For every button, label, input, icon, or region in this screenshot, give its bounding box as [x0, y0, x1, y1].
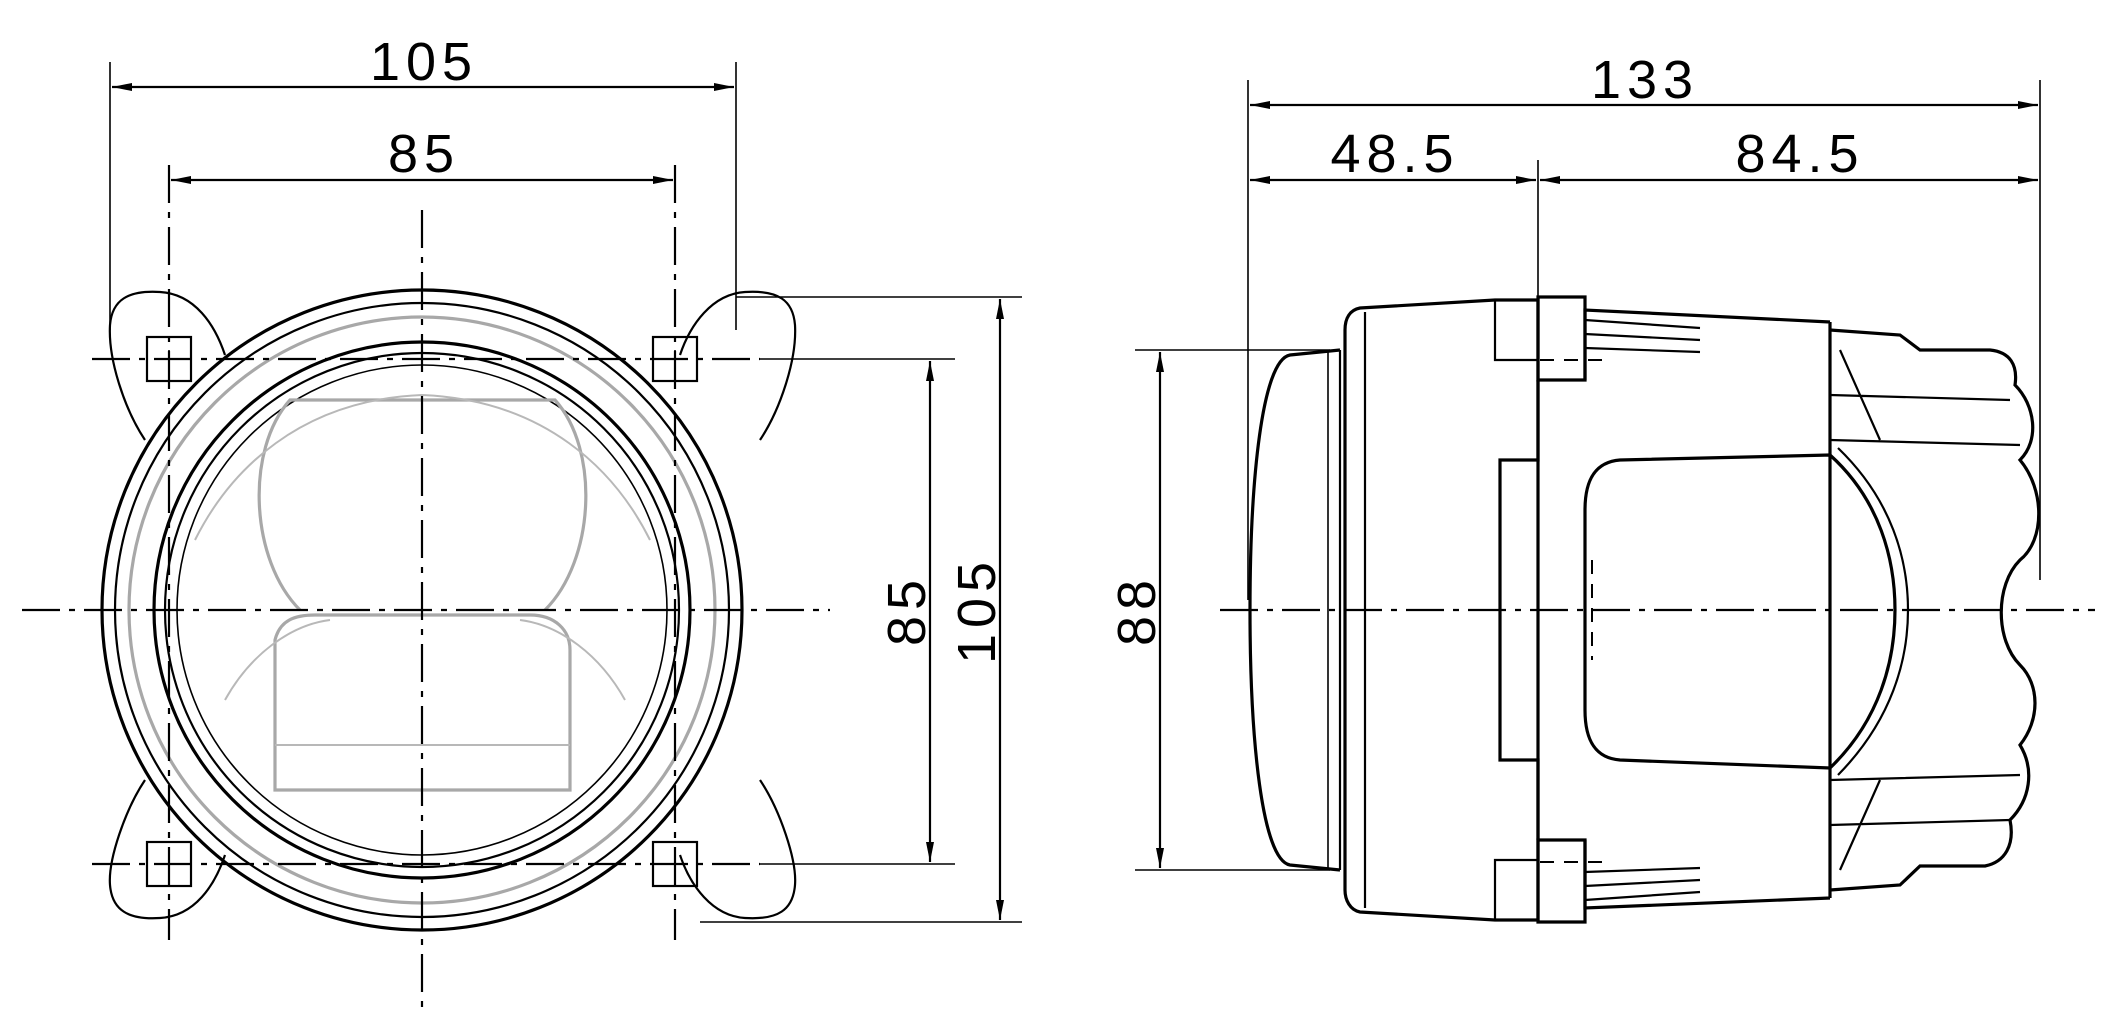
rear-fins [1829, 328, 2041, 892]
front-view: 105 85 85 105 [22, 32, 1022, 1012]
lower-module [273, 613, 572, 792]
dim-label-105-width: 105 [370, 32, 478, 92]
dim-label-48-5: 48.5 [1330, 124, 1459, 184]
dim-label-84-5: 84.5 [1735, 124, 1864, 184]
rear-fin-lines [1829, 349, 2021, 871]
upper-reflector-outline [194, 393, 651, 541]
bracket-tabs-top [1493, 300, 1701, 362]
dim-label-133: 133 [1591, 50, 1699, 110]
heat-sink-core [1583, 453, 1897, 770]
bracket-tabs-bottom [1493, 858, 1701, 920]
dim-label-85-width: 85 [388, 124, 460, 184]
side-view: 133 48.5 84.5 88 [1107, 50, 2095, 924]
lower-reflector-outline [224, 619, 626, 701]
dim-label-88: 88 [1107, 574, 1167, 646]
bezel-housing [1343, 298, 1540, 922]
dim-label-85-height: 85 [877, 574, 937, 646]
mounting-flange [108, 290, 797, 920]
heat-sink-core-inner [1837, 447, 1910, 776]
dim-label-105-height: 105 [947, 556, 1007, 664]
